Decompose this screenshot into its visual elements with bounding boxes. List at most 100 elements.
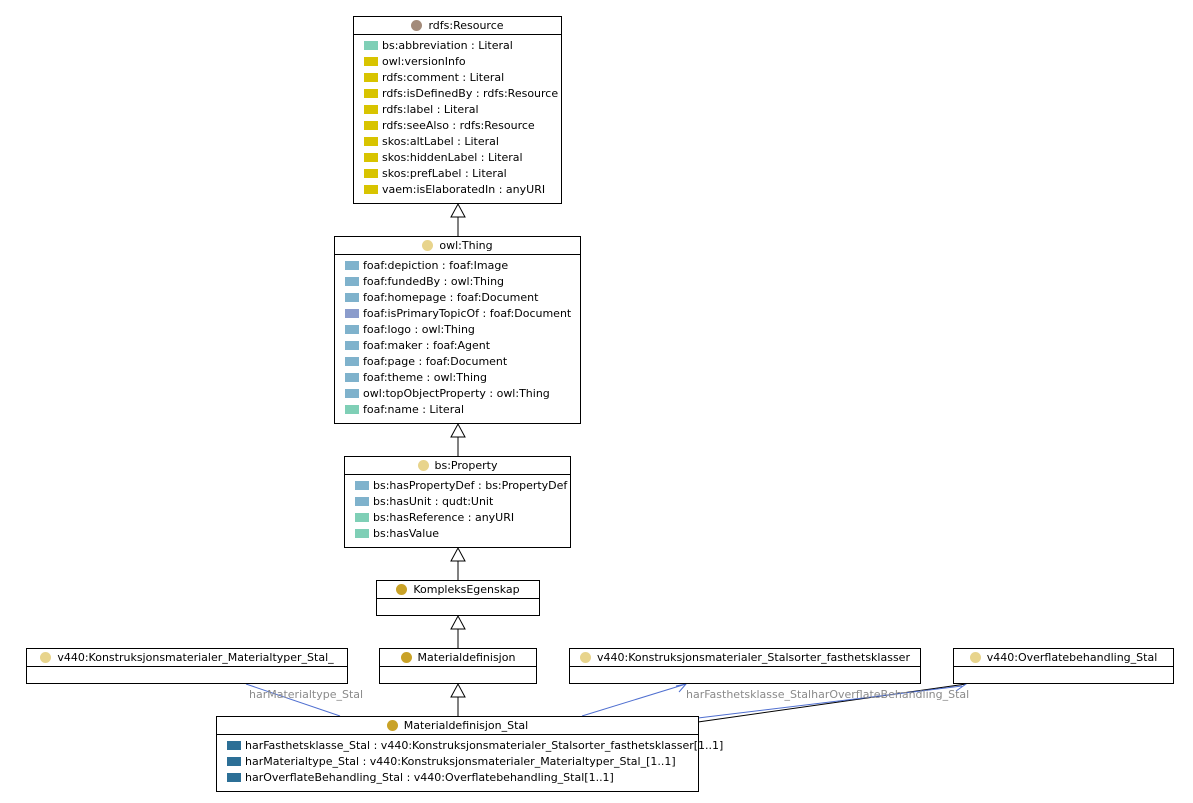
property-type-icon [345,340,359,350]
property-label: foaf:fundedBy : owl:Thing [363,274,505,288]
property-type-icon [355,528,369,538]
property-type-icon [345,292,359,302]
property-label: foaf:logo : owl:Thing [363,322,475,336]
class-title: v440:Konstruksjonsmaterialer_Stalsorter_… [597,651,910,664]
property-row[interactable]: foaf:page : foaf:Document [345,353,580,369]
property-row[interactable]: foaf:name : Literal [345,401,580,417]
edge-kompleks-to-property-arrow [450,546,466,562]
property-type-icon [345,324,359,334]
property-label: foaf:depiction : foaf:Image [363,258,509,272]
property-type-icon [227,756,241,766]
property-list: harFasthetsklasse_Stal : v440:Konstruksj… [217,735,723,785]
property-row[interactable]: bs:abbreviation : Literal [364,37,561,53]
class-overflatebehandling-stal[interactable]: v440:Overflatebehandling_Stal [953,648,1174,684]
property-row[interactable]: skos:hiddenLabel : Literal [364,149,561,165]
class-stalsorter-fasthetsklasser[interactable]: v440:Konstruksjonsmaterialer_Stalsorter_… [569,648,921,684]
property-label: foaf:isPrimaryTopicOf : foaf:Document [363,306,572,320]
property-type-icon [364,184,378,194]
class-header: rdfs:Resource [354,17,561,35]
property-type-icon [345,260,359,270]
property-row[interactable]: rdfs:comment : Literal [364,69,561,85]
property-row[interactable]: rdfs:label : Literal [364,101,561,117]
property-type-icon [355,496,369,506]
property-type-icon [364,120,378,130]
property-label: rdfs:isDefinedBy : rdfs:Resource [382,86,559,100]
property-type-icon [364,88,378,98]
property-row[interactable]: bs:hasReference : anyURI [355,509,570,525]
property-row[interactable]: bs:hasPropertyDef : bs:PropertyDef [355,477,570,493]
class-kompleks-egenskap[interactable]: KompleksEgenskap [376,580,540,616]
class-title: rdfs:Resource [428,19,504,32]
property-row[interactable]: foaf:theme : owl:Thing [345,369,580,385]
property-label: skos:altLabel : Literal [382,134,499,148]
property-type-icon [364,104,378,114]
class-title: v440:Konstruksjonsmaterialer_Materialtyp… [57,651,334,664]
property-type-icon [345,372,359,382]
class-header: owl:Thing [335,237,580,255]
property-row[interactable]: skos:altLabel : Literal [364,133,561,149]
class-circle-icon [969,652,981,663]
property-row[interactable]: foaf:isPrimaryTopicOf : foaf:Document [345,305,580,321]
class-circle-icon [400,652,412,663]
property-label: rdfs:label : Literal [382,102,479,116]
class-rdfs-resource[interactable]: rdfs:Resource bs:abbreviation : Literal o… [353,16,562,204]
class-circle-icon [422,240,434,251]
property-label: harMaterialtype_Stal : v440:Konstruksjon… [245,754,676,768]
class-header: KompleksEgenskap [377,581,539,599]
property-row[interactable]: foaf:maker : foaf:Agent [345,337,580,353]
property-row[interactable]: owl:topObjectProperty : owl:Thing [345,385,580,401]
class-title: v440:Overflatebehandling_Stal [986,651,1158,664]
property-label: foaf:maker : foaf:Agent [363,338,491,352]
edge-overflate-black [697,683,967,723]
property-label: foaf:name : Literal [363,402,465,416]
class-circle-icon [40,652,52,663]
class-circle-icon [396,584,408,595]
property-list: bs:abbreviation : Literal owl:versionInfo… [354,35,561,197]
property-label: owl:versionInfo [382,54,466,68]
property-label: owl:topObjectProperty : owl:Thing [363,386,550,400]
property-row[interactable]: bs:hasValue [355,525,570,541]
property-row[interactable]: harFasthetsklasse_Stal : v440:Konstruksj… [227,737,723,753]
property-type-icon [345,308,359,318]
property-type-icon [364,152,378,162]
class-circle-icon [580,652,592,663]
edge-label-fasthet-overflate: harFasthetsklasse_StalharOverflateBehand… [686,688,970,701]
property-label: harOverflateBehandling_Stal : v440:Overf… [245,770,614,784]
property-row[interactable]: owl:versionInfo [364,53,561,69]
property-row[interactable]: foaf:fundedBy : owl:Thing [345,273,580,289]
class-header: bs:Property [345,457,570,475]
property-row[interactable]: rdfs:seeAlso : rdfs:Resource [364,117,561,133]
property-label: bs:abbreviation : Literal [382,38,513,52]
class-title: Materialdefinisjon_Stal [403,719,529,732]
edge-materialdef-to-kompleks-arrow [450,614,466,630]
class-materialtyper-stal[interactable]: v440:Konstruksjonsmaterialer_Materialtyp… [26,648,348,684]
class-materialdefinisjon[interactable]: Materialdefinisjon [379,648,537,684]
class-header: v440:Overflatebehandling_Stal [954,649,1173,667]
property-row[interactable]: foaf:logo : owl:Thing [345,321,580,337]
property-row[interactable]: harMaterialtype_Stal : v440:Konstruksjon… [227,753,698,769]
class-circle-icon [417,460,429,471]
class-header: v440:Konstruksjonsmaterialer_Stalsorter_… [570,649,920,667]
class-title: Materialdefinisjon [417,651,516,664]
property-type-icon [345,276,359,286]
association-edges [245,679,968,723]
property-row[interactable]: rdfs:isDefinedBy : rdfs:Resource [364,85,561,101]
edge-thing-to-resource-arrow [450,202,466,218]
property-label: foaf:page : foaf:Document [363,354,508,368]
class-owl-thing[interactable]: owl:Thing foaf:depiction : foaf:Image foa… [334,236,581,424]
property-row[interactable]: skos:prefLabel : Literal [364,165,561,181]
edge-fasthet-arrow [675,683,688,693]
property-type-icon [364,136,378,146]
class-bs-property[interactable]: bs:Property bs:hasPropertyDef : bs:Prope… [344,456,571,548]
property-row[interactable]: foaf:homepage : foaf:Document [345,289,580,305]
property-type-icon [355,512,369,522]
property-row[interactable]: bs:hasUnit : qudt:Unit [355,493,570,509]
property-label: bs:hasPropertyDef : bs:PropertyDef [373,478,568,492]
class-materialdefinisjon-stal[interactable]: Materialdefinisjon_Stal harFasthetsklass… [216,716,723,792]
property-row[interactable]: foaf:depiction : foaf:Image [345,257,580,273]
property-row[interactable]: harOverflateBehandling_Stal : v440:Overf… [227,769,698,785]
property-row[interactable]: vaem:isElaboratedIn : anyURI [364,181,561,197]
property-type-icon [227,772,241,782]
